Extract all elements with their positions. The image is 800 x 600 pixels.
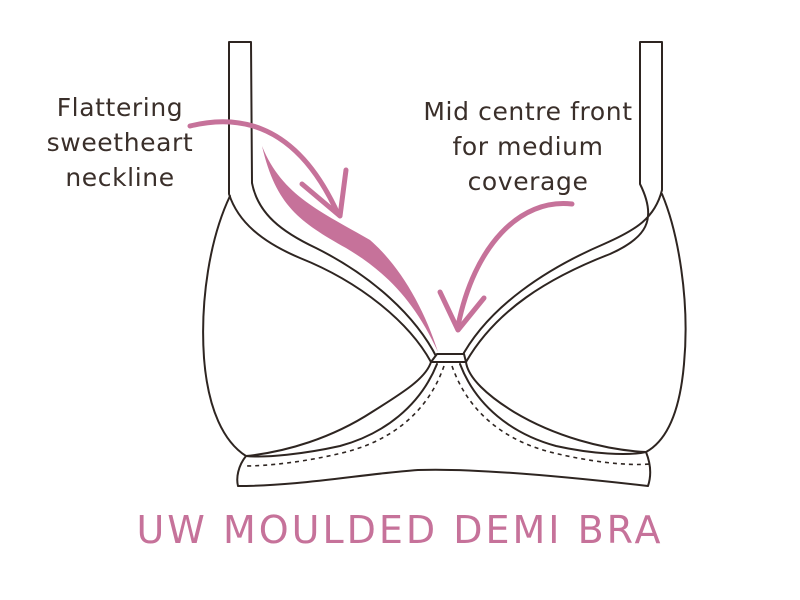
neckline-highlight-shape [262,146,438,352]
right-stitching [451,365,651,466]
product-title: UW MOULDED DEMI BRA [136,508,664,552]
coverage-callout-line: for medium [452,132,604,161]
bra-outline [202,41,687,487]
left-underwire [245,363,438,458]
coverage-callout-line: Mid centre front [423,97,633,126]
coverage-callout: Mid centre front for medium coverage [410,94,646,199]
neckline-callout-line: sweetheart [46,128,194,157]
left-cup [202,195,432,457]
neckline-callout-line: neckline [65,163,175,192]
neckline-arrowhead [299,167,349,219]
coverage-arrow [455,201,575,329]
arrows [187,119,575,333]
neckline-arrow [187,119,341,217]
neckline-callout: Flattering sweetheart neckline [40,90,200,195]
neckline-highlight [262,146,438,352]
coverage-callout-line: coverage [467,167,589,196]
band [236,451,652,487]
stitch-lines [243,365,651,467]
left-stitching [243,365,445,467]
neckline-callout-line: Flattering [56,93,184,122]
coverage-arrowhead [437,289,487,333]
right-underwire [459,363,647,455]
right-cup [465,193,687,453]
centre-gore [430,353,467,363]
